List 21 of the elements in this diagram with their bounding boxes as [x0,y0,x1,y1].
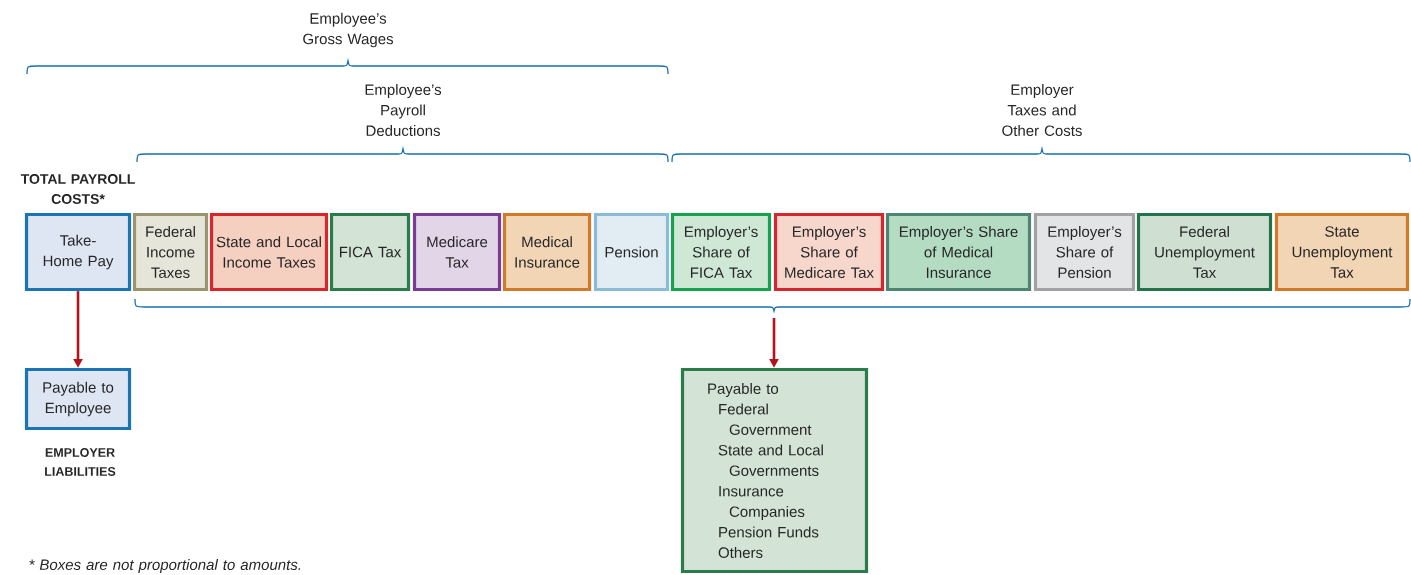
payroll-box: Employer’s Share of FICA Tax [670,212,772,292]
payroll-box: FICA Tax [329,212,411,292]
group-label: Employee’s Payroll Deductions [365,84,442,136]
heading: TOTAL PAYROLL COSTS* [20,174,135,204]
payroll-box: Employer’s Share of Medical Insurance [885,212,1032,292]
footnote: * Boxes are not proportional to amounts. [29,559,301,573]
payroll-box: Federal Unemployment Tax [1136,212,1273,292]
payroll-box: Federal Income Taxes [132,212,209,292]
payroll-box: Payable to Employee [24,367,132,431]
payroll-box: Take-Home Pay [24,212,132,292]
caption: EMPLOYER LIABILITIES [45,448,116,476]
group-label: Employer Taxes and Other Costs [1002,84,1082,136]
payroll-box: Medicare Tax [412,212,502,292]
payroll-box: State Unemployment Tax [1274,212,1410,292]
payroll-box: Medical Insurance [502,212,592,292]
payroll-box: Employer’s Share of Pension [1033,212,1136,292]
payroll-box: State and Local Income Taxes [209,212,329,292]
payroll-box: Payable to Federal Government State and Local Governments Insurance Companies Pension Funds Others [680,367,869,574]
group-label: Employee’s Gross Wages [303,12,394,48]
payroll-box: Employer’s Share of Medicare Tax [773,212,885,292]
payroll-box: Pension [593,212,670,292]
